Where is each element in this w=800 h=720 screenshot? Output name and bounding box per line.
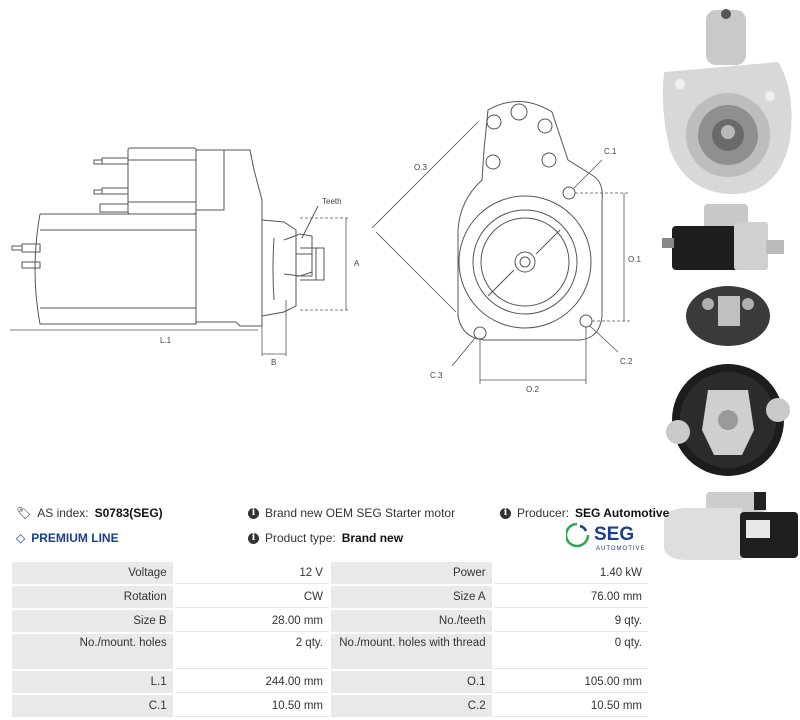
diamond-icon: ◇	[16, 531, 26, 545]
spec-value: 28.00 mm	[174, 610, 329, 632]
label-c3: C.3	[430, 371, 443, 380]
side-view-drawing	[11, 147, 325, 327]
spec-value: 9 qty.	[493, 610, 648, 632]
spec-label: Size B	[12, 610, 173, 632]
spec-label: Rotation	[12, 586, 173, 608]
product-type-label: Product type:	[265, 531, 336, 545]
producer-value: SEG Automotive	[575, 506, 670, 520]
product-info: 🏷 AS index: S0783(SEG) ◇ PREMIUM LINE i …	[0, 500, 669, 560]
spec-value: 244.00 mm	[174, 671, 329, 693]
spec-value: 10.50 mm	[493, 695, 648, 717]
spec-label: C.1	[12, 695, 173, 717]
spec-label: Size A	[330, 586, 492, 608]
spec-label: No./mount. holes with thread	[330, 634, 492, 669]
front-view-drawing	[457, 101, 603, 341]
description-text: Brand new OEM SEG Starter motor	[265, 506, 456, 520]
tag-icon: 🏷	[16, 506, 32, 520]
photo-angled-view	[664, 492, 798, 560]
photo-rear-view	[666, 286, 790, 476]
seg-logo-subtext: AUTOMOTIVE	[596, 546, 646, 552]
label-o3: O.3	[414, 163, 427, 172]
label-c2: C.2	[620, 357, 633, 366]
spec-value: 76.00 mm	[493, 586, 648, 608]
spec-value: CW	[174, 586, 329, 608]
label-a: A	[354, 259, 360, 268]
producer-label: Producer:	[517, 506, 570, 520]
as-index-label: AS index:	[37, 506, 89, 520]
producer: i Producer: SEG Automotive	[500, 506, 669, 520]
spec-value: 0 qty.	[493, 634, 648, 669]
spec-value: 2 qty.	[174, 634, 329, 669]
spec-value: 12 V	[174, 562, 329, 584]
info-icon: i	[248, 507, 259, 519]
spec-value: 10.50 mm	[174, 695, 329, 717]
as-index-value: S0783(SEG)	[94, 506, 163, 520]
info-icon: i	[500, 507, 511, 519]
photo-side-view	[662, 204, 784, 270]
label-b: B	[271, 358, 276, 367]
spec-label: L.1	[12, 671, 173, 693]
premium-line: ◇ PREMIUM LINE	[16, 531, 119, 545]
label-l1: L.1	[160, 336, 172, 345]
product-type: i Product type: Brand new	[248, 531, 403, 545]
table-row: L.1 244.00 mm O.1 105.00 mm	[12, 671, 648, 693]
label-o2: O.2	[526, 385, 539, 394]
label-o1: O.1	[628, 255, 641, 264]
product-type-value: Brand new	[341, 531, 404, 545]
front-view-dimensions	[371, 121, 630, 384]
table-row: Size B 28.00 mm No./teeth 9 qty.	[12, 610, 648, 632]
spec-label: Voltage	[12, 562, 173, 584]
as-index: 🏷 AS index: S0783(SEG)	[16, 506, 163, 520]
seg-logo: SEG AUTOMOTIVE	[566, 522, 646, 552]
spec-label: No./mount. holes	[12, 634, 173, 669]
table-row: No./mount. holes 2 qty. No./mount. holes…	[12, 634, 648, 669]
spec-label: C.2	[330, 695, 492, 717]
info-icon: i	[248, 532, 259, 544]
photo-front-view	[662, 9, 792, 195]
technical-drawings: Teeth A B L.1 O.3 C.1 O.1 C.2 C.3	[10, 101, 641, 394]
spec-label: O.1	[330, 671, 492, 693]
description: i Brand new OEM SEG Starter motor	[248, 506, 455, 520]
table-row: Voltage 12 V Power 1.40 kW	[12, 562, 648, 584]
spec-value: 105.00 mm	[493, 671, 648, 693]
table-row: Rotation CW Size A 76.00 mm	[12, 586, 648, 608]
spec-label: No./teeth	[330, 610, 492, 632]
seg-logo-text: SEG	[594, 524, 634, 545]
label-teeth: Teeth	[322, 197, 342, 206]
specs-table: Voltage 12 V Power 1.40 kW Rotation CW S…	[10, 560, 650, 719]
product-photos	[662, 9, 798, 560]
spec-value: 1.40 kW	[493, 562, 648, 584]
premium-line-label: PREMIUM LINE	[31, 531, 119, 545]
table-row: C.1 10.50 mm C.2 10.50 mm	[12, 695, 648, 717]
side-view-dimensions	[10, 217, 348, 356]
label-c1: C.1	[604, 147, 617, 156]
spec-label: Power	[330, 562, 492, 584]
